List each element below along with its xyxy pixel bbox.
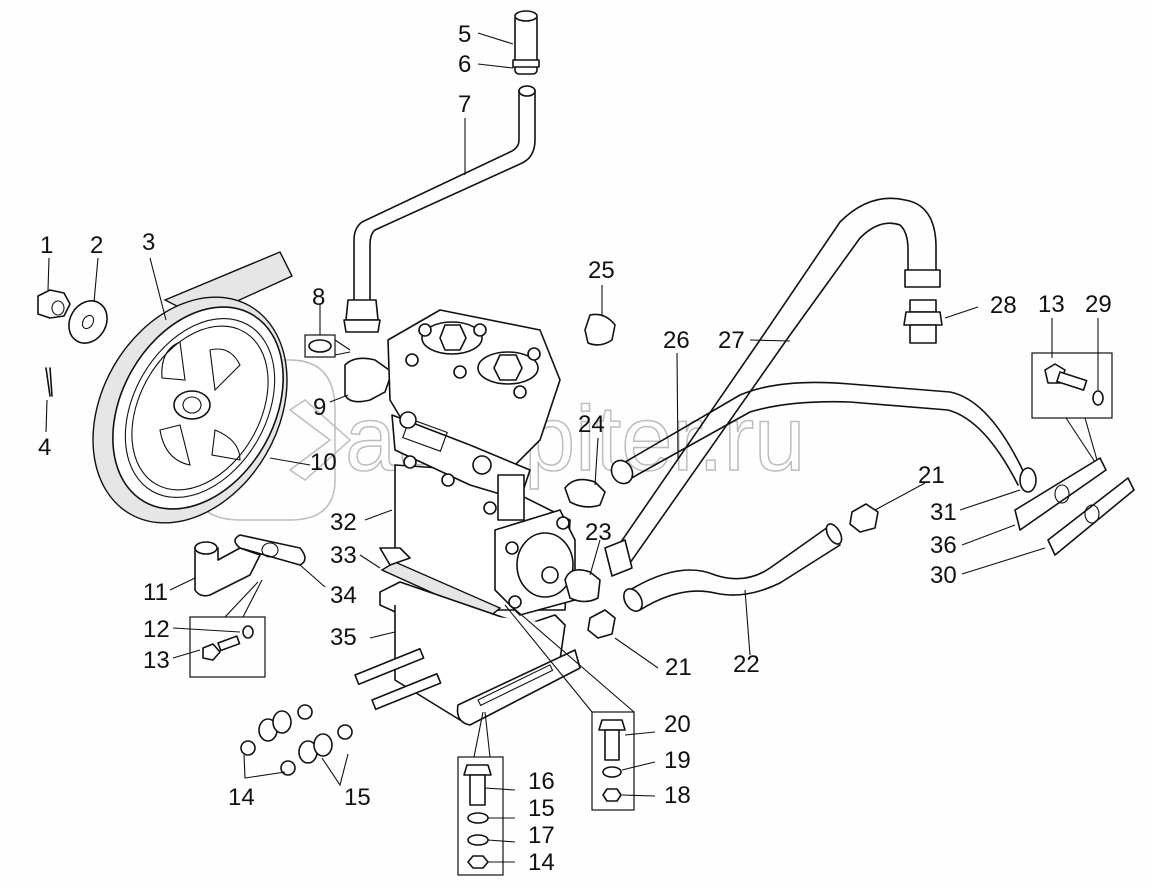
callout-3: 3 bbox=[142, 229, 155, 256]
callout-6: 6 bbox=[458, 51, 471, 78]
callout-7: 7 bbox=[458, 91, 471, 118]
callout-18: 18 bbox=[664, 782, 691, 809]
coolant-elbow-11 bbox=[194, 534, 306, 597]
callouts: 1 2 3 4 5 6 7 8 9 10 11 12 13 14 15 16 1… bbox=[38, 21, 1112, 876]
callout-10: 10 bbox=[310, 449, 337, 476]
callout-15b: 15 bbox=[528, 795, 555, 822]
callout-1: 1 bbox=[40, 232, 53, 259]
callout-26: 26 bbox=[663, 327, 690, 354]
callout-9: 9 bbox=[313, 394, 326, 421]
elbow-9 bbox=[344, 357, 393, 403]
callout-20: 20 bbox=[664, 711, 691, 738]
callout-11: 11 bbox=[143, 579, 168, 606]
nut-washer-pin bbox=[37, 289, 108, 397]
bolt-box-20 bbox=[504, 604, 635, 811]
callout-22: 22 bbox=[733, 651, 760, 678]
callout-14b: 14 bbox=[528, 849, 555, 876]
callout-29: 29 bbox=[1085, 291, 1112, 318]
callout-19: 19 bbox=[664, 747, 691, 774]
flange-assembly bbox=[1014, 352, 1135, 556]
loose-fasteners bbox=[240, 704, 353, 787]
callout-13b: 13 bbox=[1038, 291, 1065, 318]
callout-32: 32 bbox=[330, 509, 357, 536]
callout-33: 33 bbox=[330, 542, 357, 569]
elbow-25 bbox=[584, 313, 616, 346]
union-28 bbox=[903, 299, 943, 344]
callout-27: 27 bbox=[718, 327, 745, 354]
callout-21a: 21 bbox=[665, 654, 692, 681]
callout-25: 25 bbox=[588, 257, 615, 284]
bolt-box-16 bbox=[457, 711, 504, 876]
callout-16: 16 bbox=[528, 768, 555, 795]
tubes-26-27 bbox=[604, 197, 1026, 577]
callout-15a: 15 bbox=[344, 784, 371, 811]
o-ring-box bbox=[304, 334, 351, 358]
callout-12: 12 bbox=[143, 616, 170, 643]
callout-35: 35 bbox=[330, 624, 357, 651]
callout-23: 23 bbox=[585, 519, 612, 546]
callout-24: 24 bbox=[578, 411, 605, 438]
bolt-box-12-13 bbox=[189, 579, 266, 678]
callout-13a: 13 bbox=[143, 647, 170, 674]
compressor-body bbox=[387, 309, 576, 616]
callout-8: 8 bbox=[312, 284, 325, 311]
callout-14a: 14 bbox=[228, 784, 255, 811]
leader-lines bbox=[45, 32, 1099, 863]
intake-tube-assembly bbox=[343, 10, 540, 333]
pulley-assembly bbox=[92, 251, 293, 524]
callout-4: 4 bbox=[38, 434, 51, 461]
tube-22 bbox=[587, 503, 879, 639]
base-bracket bbox=[354, 547, 581, 726]
callout-31: 31 bbox=[930, 499, 957, 526]
elbow-23 bbox=[564, 569, 601, 603]
callout-30: 30 bbox=[930, 562, 957, 589]
callout-34: 34 bbox=[330, 582, 357, 609]
callout-36: 36 bbox=[930, 532, 957, 559]
callout-17: 17 bbox=[528, 822, 555, 849]
callout-5: 5 bbox=[458, 21, 471, 48]
callout-21b: 21 bbox=[918, 462, 945, 489]
callout-28: 28 bbox=[990, 292, 1017, 319]
elbow-24 bbox=[564, 478, 606, 508]
callout-2: 2 bbox=[90, 232, 103, 259]
